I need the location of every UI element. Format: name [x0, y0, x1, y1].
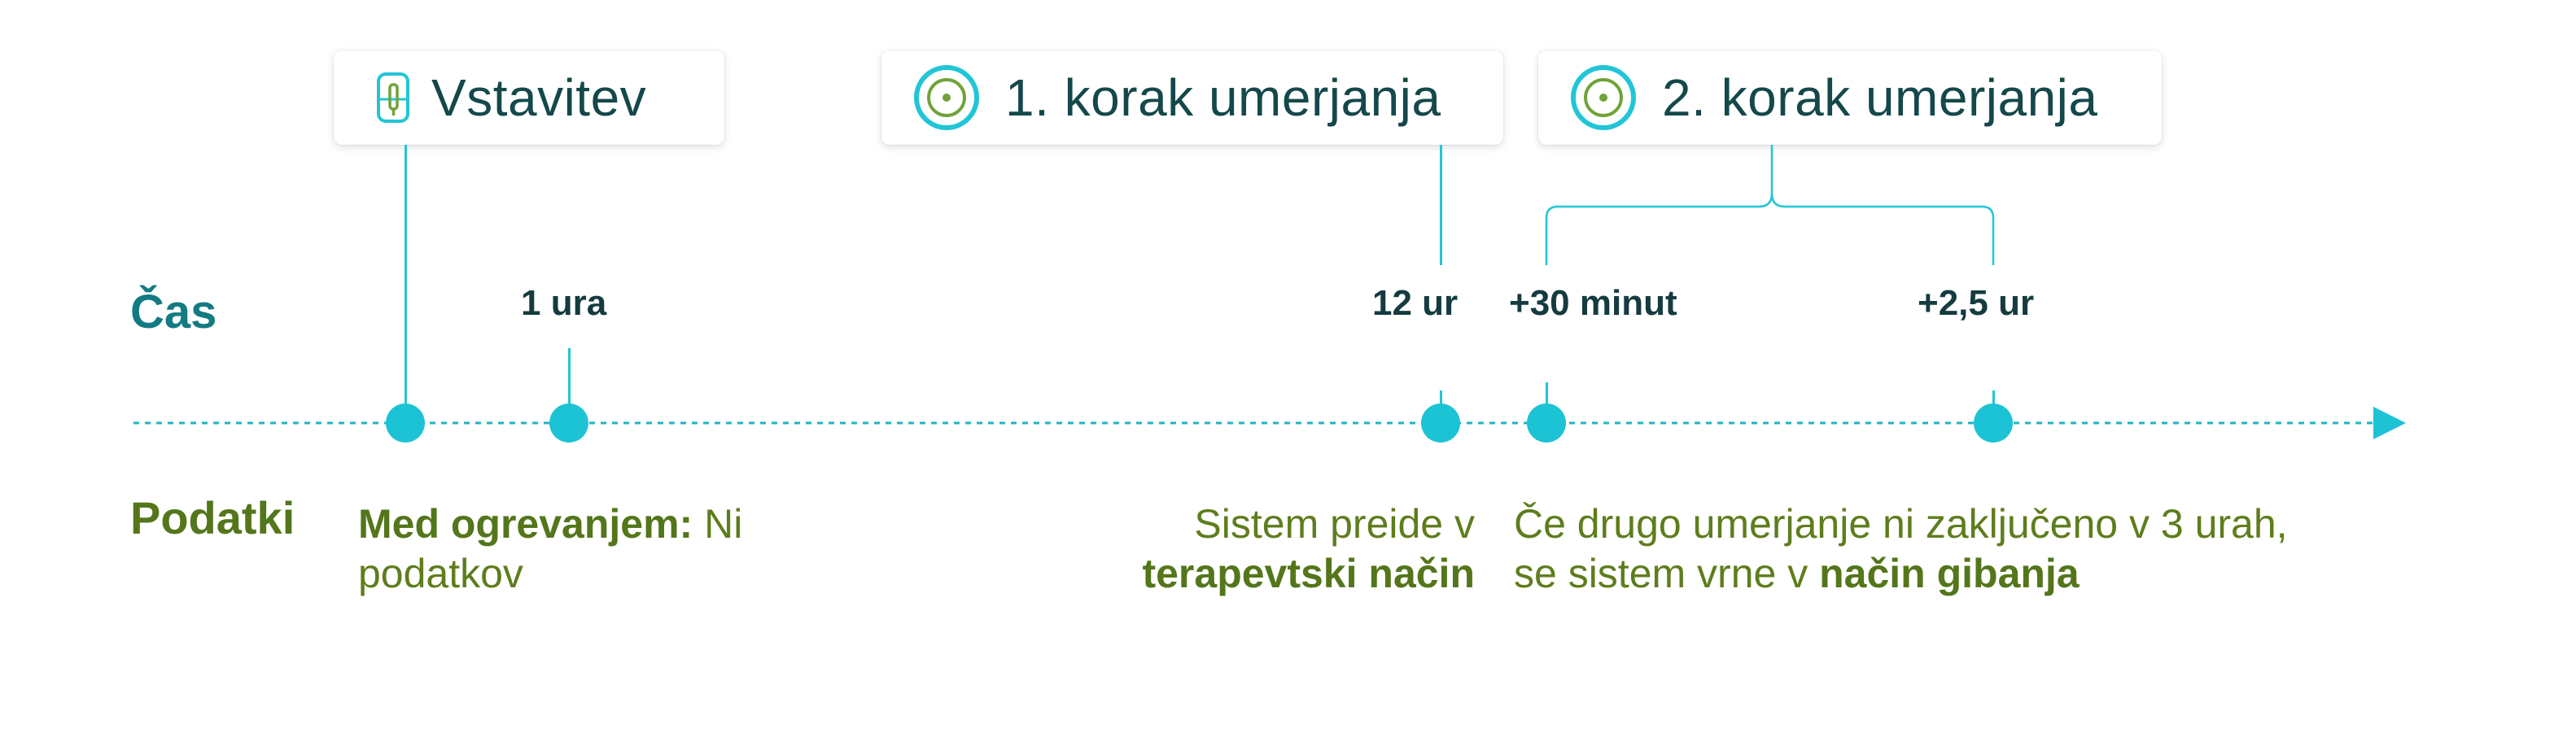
description-warmup: Med ogrevanjem: Ni podatkov — [358, 499, 742, 599]
row-label-data: Podatki — [130, 492, 295, 543]
warmup-line2: podatkov — [358, 551, 523, 596]
fail-line1: Če drugo umerjanje ni zaključeno v 3 ura… — [1514, 501, 2288, 547]
timeline-dot-insertion — [386, 403, 425, 443]
tick-label-12-ur: 12 ur — [1372, 283, 1459, 323]
timeline-dot-12-ur — [1421, 403, 1460, 443]
calibration-target-icon — [912, 63, 981, 132]
calibration-2-bracket — [1545, 145, 1995, 265]
row-label-time: Čas — [130, 286, 217, 338]
description-therapy: Sistem preide v terapevtski način — [1142, 499, 1475, 599]
tick-label-1-ura: 1 ura — [521, 283, 607, 323]
timeline-dot-2-5-ur — [1974, 403, 2013, 443]
calibration-target-icon — [1569, 63, 1638, 132]
event-card-calibration-1: 1. korak umerjanja — [881, 50, 1503, 145]
fail-bold: način gibanja — [1819, 551, 2080, 596]
tick-30-min-line — [1546, 382, 1548, 421]
description-fallback: Če drugo umerjanje ni zaključeno v 3 ura… — [1514, 499, 2288, 599]
sensor-icon — [376, 72, 410, 124]
warmup-rest: Ni — [693, 501, 743, 547]
timeline-arrowhead — [2373, 407, 2406, 439]
therapy-line1: Sistem preide v — [1194, 501, 1475, 547]
insertion-connector — [405, 145, 407, 421]
event-card-calibration-2: 2. korak umerjanja — [1538, 50, 2162, 145]
event-label-calibration-1: 1. korak umerjanja — [1005, 68, 1441, 127]
event-card-insertion: Vstavitev — [334, 50, 724, 145]
tick-label-30-minut: +30 minut — [1509, 283, 1677, 323]
fail-line2: se sistem vrne v — [1514, 551, 1820, 596]
event-label-insertion: Vstavitev — [431, 68, 647, 127]
tick-label-2-5-ur: +2,5 ur — [1918, 283, 2035, 323]
timeline-dot-30-min — [1527, 403, 1566, 443]
therapy-bold: terapevtski način — [1142, 551, 1475, 596]
timeline-axis — [133, 407, 2406, 439]
calibration-1-connector — [1440, 145, 1442, 265]
tick-1-ura-line — [568, 348, 571, 421]
warmup-bold: Med ogrevanjem: — [358, 501, 693, 547]
timeline-dot-1-ura — [549, 403, 588, 443]
event-label-calibration-2: 2. korak umerjanja — [1662, 68, 2098, 127]
